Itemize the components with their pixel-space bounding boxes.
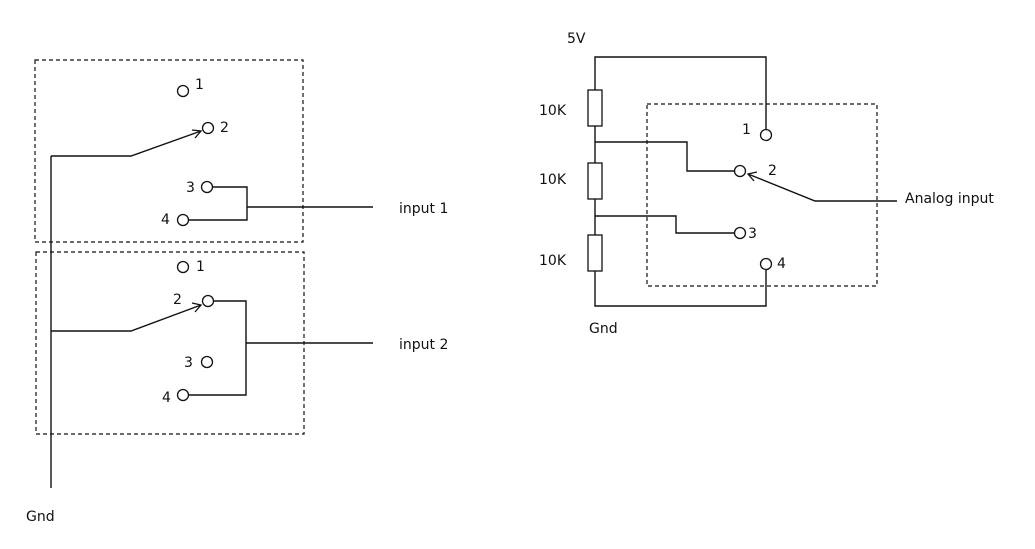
switch-a-pin-3-label: 3 [186, 180, 195, 196]
right-pin-1-label: 1 [742, 122, 751, 138]
switch-b-pin-3-label: 3 [184, 355, 193, 371]
right-terminal-2 [733, 164, 747, 178]
switch-a-arrow [191, 129, 203, 139]
ground-return-wire [594, 270, 767, 307]
right-pin-4-label: 4 [777, 256, 786, 272]
switch-b-bridge-wire [189, 300, 247, 396]
left-gnd-label: Gnd [26, 509, 55, 525]
switch-b-pin-4-label: 4 [162, 390, 171, 406]
tap-wire-2 [595, 141, 734, 172]
resistor-1 [587, 89, 603, 127]
resistor-2-label: 10K [539, 172, 567, 188]
switch-b-terminal-4 [176, 388, 190, 402]
wiper-arrow [746, 171, 758, 182]
right-switch-enclosure [646, 103, 878, 287]
right-pin-3-label: 3 [748, 226, 757, 242]
switch-a-arm [51, 130, 202, 157]
switch-a-terminal-4 [176, 213, 190, 227]
right-circuit: 5V 10K 10K 10K Gnd 1 2 3 4 Analog input [539, 31, 994, 337]
switch-b-terminal-1 [176, 260, 190, 274]
switch-b-arm [51, 304, 202, 332]
switch-b-pin-1-label: 1 [196, 259, 205, 275]
switch-b-terminal-2 [201, 294, 215, 308]
resistor-3-label: 10K [539, 253, 567, 269]
switch-b: 1 2 3 4 input 2 [35, 251, 448, 435]
left-circuit: 1 2 3 4 input 1 1 2 3 4 [26, 59, 448, 525]
switch-a-pin-2-label: 2 [220, 120, 229, 136]
supply-5v-label: 5V [567, 31, 586, 47]
switch-b-arrow [191, 302, 203, 313]
switch-a-enclosure [34, 59, 304, 243]
resistor-2 [587, 162, 603, 200]
switch-a-bridge-wire [189, 186, 248, 221]
right-pin-2-label: 2 [768, 163, 777, 179]
resistor-1-label: 10K [539, 103, 567, 119]
supply-rail [594, 56, 767, 129]
right-terminal-1 [759, 128, 773, 142]
switch-b-terminal-3 [200, 355, 214, 369]
input-2-label: input 2 [399, 337, 448, 353]
right-gnd-label: Gnd [589, 321, 618, 337]
right-terminal-3 [733, 226, 747, 240]
switch-b-pin-2-label: 2 [173, 292, 182, 308]
tap-wire-3 [595, 215, 734, 234]
switch-a-pin-4-label: 4 [161, 212, 170, 228]
input-1-label: input 1 [399, 201, 448, 217]
right-terminal-4 [759, 257, 773, 271]
resistor-3 [587, 234, 603, 272]
switch-a-terminal-2 [201, 121, 215, 135]
switch-a-pin-1-label: 1 [195, 77, 204, 93]
switch-a-terminal-3 [200, 180, 214, 194]
switch-a-terminal-1 [176, 84, 190, 98]
wiper-arm [747, 173, 897, 202]
switch-a: 1 2 3 4 input 1 [34, 59, 448, 243]
analog-input-label: Analog input [905, 191, 994, 207]
